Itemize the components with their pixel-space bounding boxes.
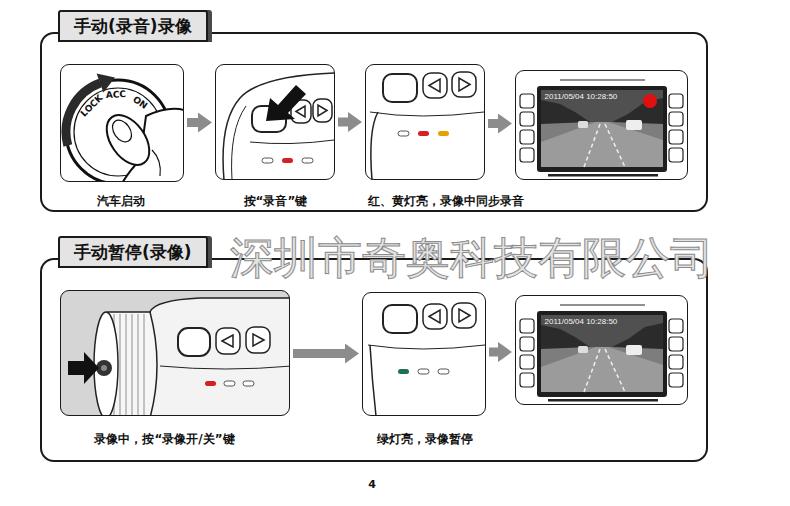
dashcam-side-view [138,314,139,416]
step-arrow [489,348,498,357]
section-frame: 手动暂停(录像)录像中，按“录像开/关”键绿灯亮，录像暂停2011/05/04 … [40,258,708,462]
dashcam-side-view [144,314,145,416]
step-panel: 红、黄灯亮，录像中同步录音 [365,64,485,180]
section-title: 手动(录音)录像 [58,10,208,42]
dashcam-led-green [398,369,409,374]
step-arrow [488,119,498,128]
step-caption: 录像中，按“录像开/关”键 [94,431,234,447]
dashcam-leds-red-yellow [370,112,484,116]
car-stereo-screen: 2011/05/04 10:28:50 [515,70,688,180]
step-caption: 汽车启动 [97,193,145,209]
dashcam-side-view [246,327,270,353]
dashcam-leds-red-yellow [418,131,429,136]
step-panel: 按“录音”键 [215,64,335,180]
section-frame: 手动(录音)录像汽车启动按“录音”键红、黄灯亮，录像中同步录音2011/05/0… [40,32,708,212]
dashcam-leds-red-yellow [452,72,476,97]
ignition-switch [98,107,158,172]
car-stereo [520,305,683,402]
dashcam-led-green [383,305,417,333]
dashcam-side-view [94,312,118,416]
dashcam-side-view [222,335,233,347]
dashcam-led-green [370,345,376,416]
step-arrow [187,118,198,127]
dashcam-led-green [368,303,485,416]
step-panel: 汽车启动 [60,64,184,182]
dashcam-leds-red-yellow [423,73,447,98]
watermark: 深圳市奇奥科技有限公司 [230,236,714,280]
dashcam-record-key [282,158,293,163]
dashcam-side-view [243,381,254,386]
dashcam-led-green [368,345,485,349]
dashcam-side-view [60,290,290,416]
dashcam-record-key [313,99,332,122]
step-arrow [338,118,348,127]
dashcam-side-view [224,381,235,386]
step-panel: 录像中，按“录像开/关”键 [60,290,290,416]
switch-position: ACC [106,90,127,100]
step-panel: 绿灯亮，录像暂停 [362,292,486,416]
dashcam-side-view [126,314,127,416]
ignition-switch [60,64,184,182]
dashcam-leds-red-yellow [429,79,440,92]
timestamp: 2011/05/04 10:28:50 [545,92,618,102]
timestamp: 2011/05/04 10:28:50 [545,317,618,327]
car-stereo-screen: 2011/05/04 10:28:50 [515,295,688,405]
dashcam-side-view [120,314,121,416]
page-number: 4 [368,479,376,490]
dashcam-side-view [178,328,210,356]
dashcam-record-key [296,106,305,117]
dashcam-side-view [253,334,264,346]
dashcam-record-key [223,73,334,180]
dashcam-record-key [266,85,306,121]
dashcam-side-view [132,314,133,416]
dashcam-leds-red-yellow [370,72,484,180]
dashcam-side-view [205,381,216,386]
ignition-switch [109,117,136,146]
dashcam-led-green [438,369,449,374]
dashcam-record-key [223,73,334,180]
dashcam-side-view [68,352,99,384]
step-caption: 按“录音”键 [244,193,308,209]
dashcam-leds-red-yellow [459,78,470,91]
dashcam-leds-red-yellow [398,131,409,136]
dashcam-record-key [262,158,273,163]
dashcam-led-green [423,304,447,329]
ignition-switch [97,74,115,93]
step-caption: 红、黄灯亮，录像中同步录音 [368,193,524,209]
record-dot [643,94,657,108]
step-caption: 绿灯亮，录像暂停 [377,431,473,447]
section-title: 手动暂停(录像) [58,236,208,268]
dashcam-leds-red-yellow [383,74,417,102]
dashcam-led-green [429,310,440,323]
dashcam-leds-red-yellow [438,131,449,136]
step-arrow [293,349,345,358]
dashcam-record-key [250,140,334,144]
dashcam-led-green [452,303,476,328]
dashcam-side-view [101,365,107,371]
dashcam-side-view [216,328,240,354]
dashcam-record-key [232,106,246,180]
dashcam-side-view [160,366,290,369]
car-stereo [520,80,683,177]
dashcam-record-key [302,158,313,163]
ignition-switch [152,150,160,176]
dashcam-led-green [418,369,429,374]
dashcam-led-green [459,309,470,322]
dashcam-record-key [318,105,327,116]
dashcam-side-view [150,298,290,416]
dashcam-leds-red-yellow [371,112,378,180]
